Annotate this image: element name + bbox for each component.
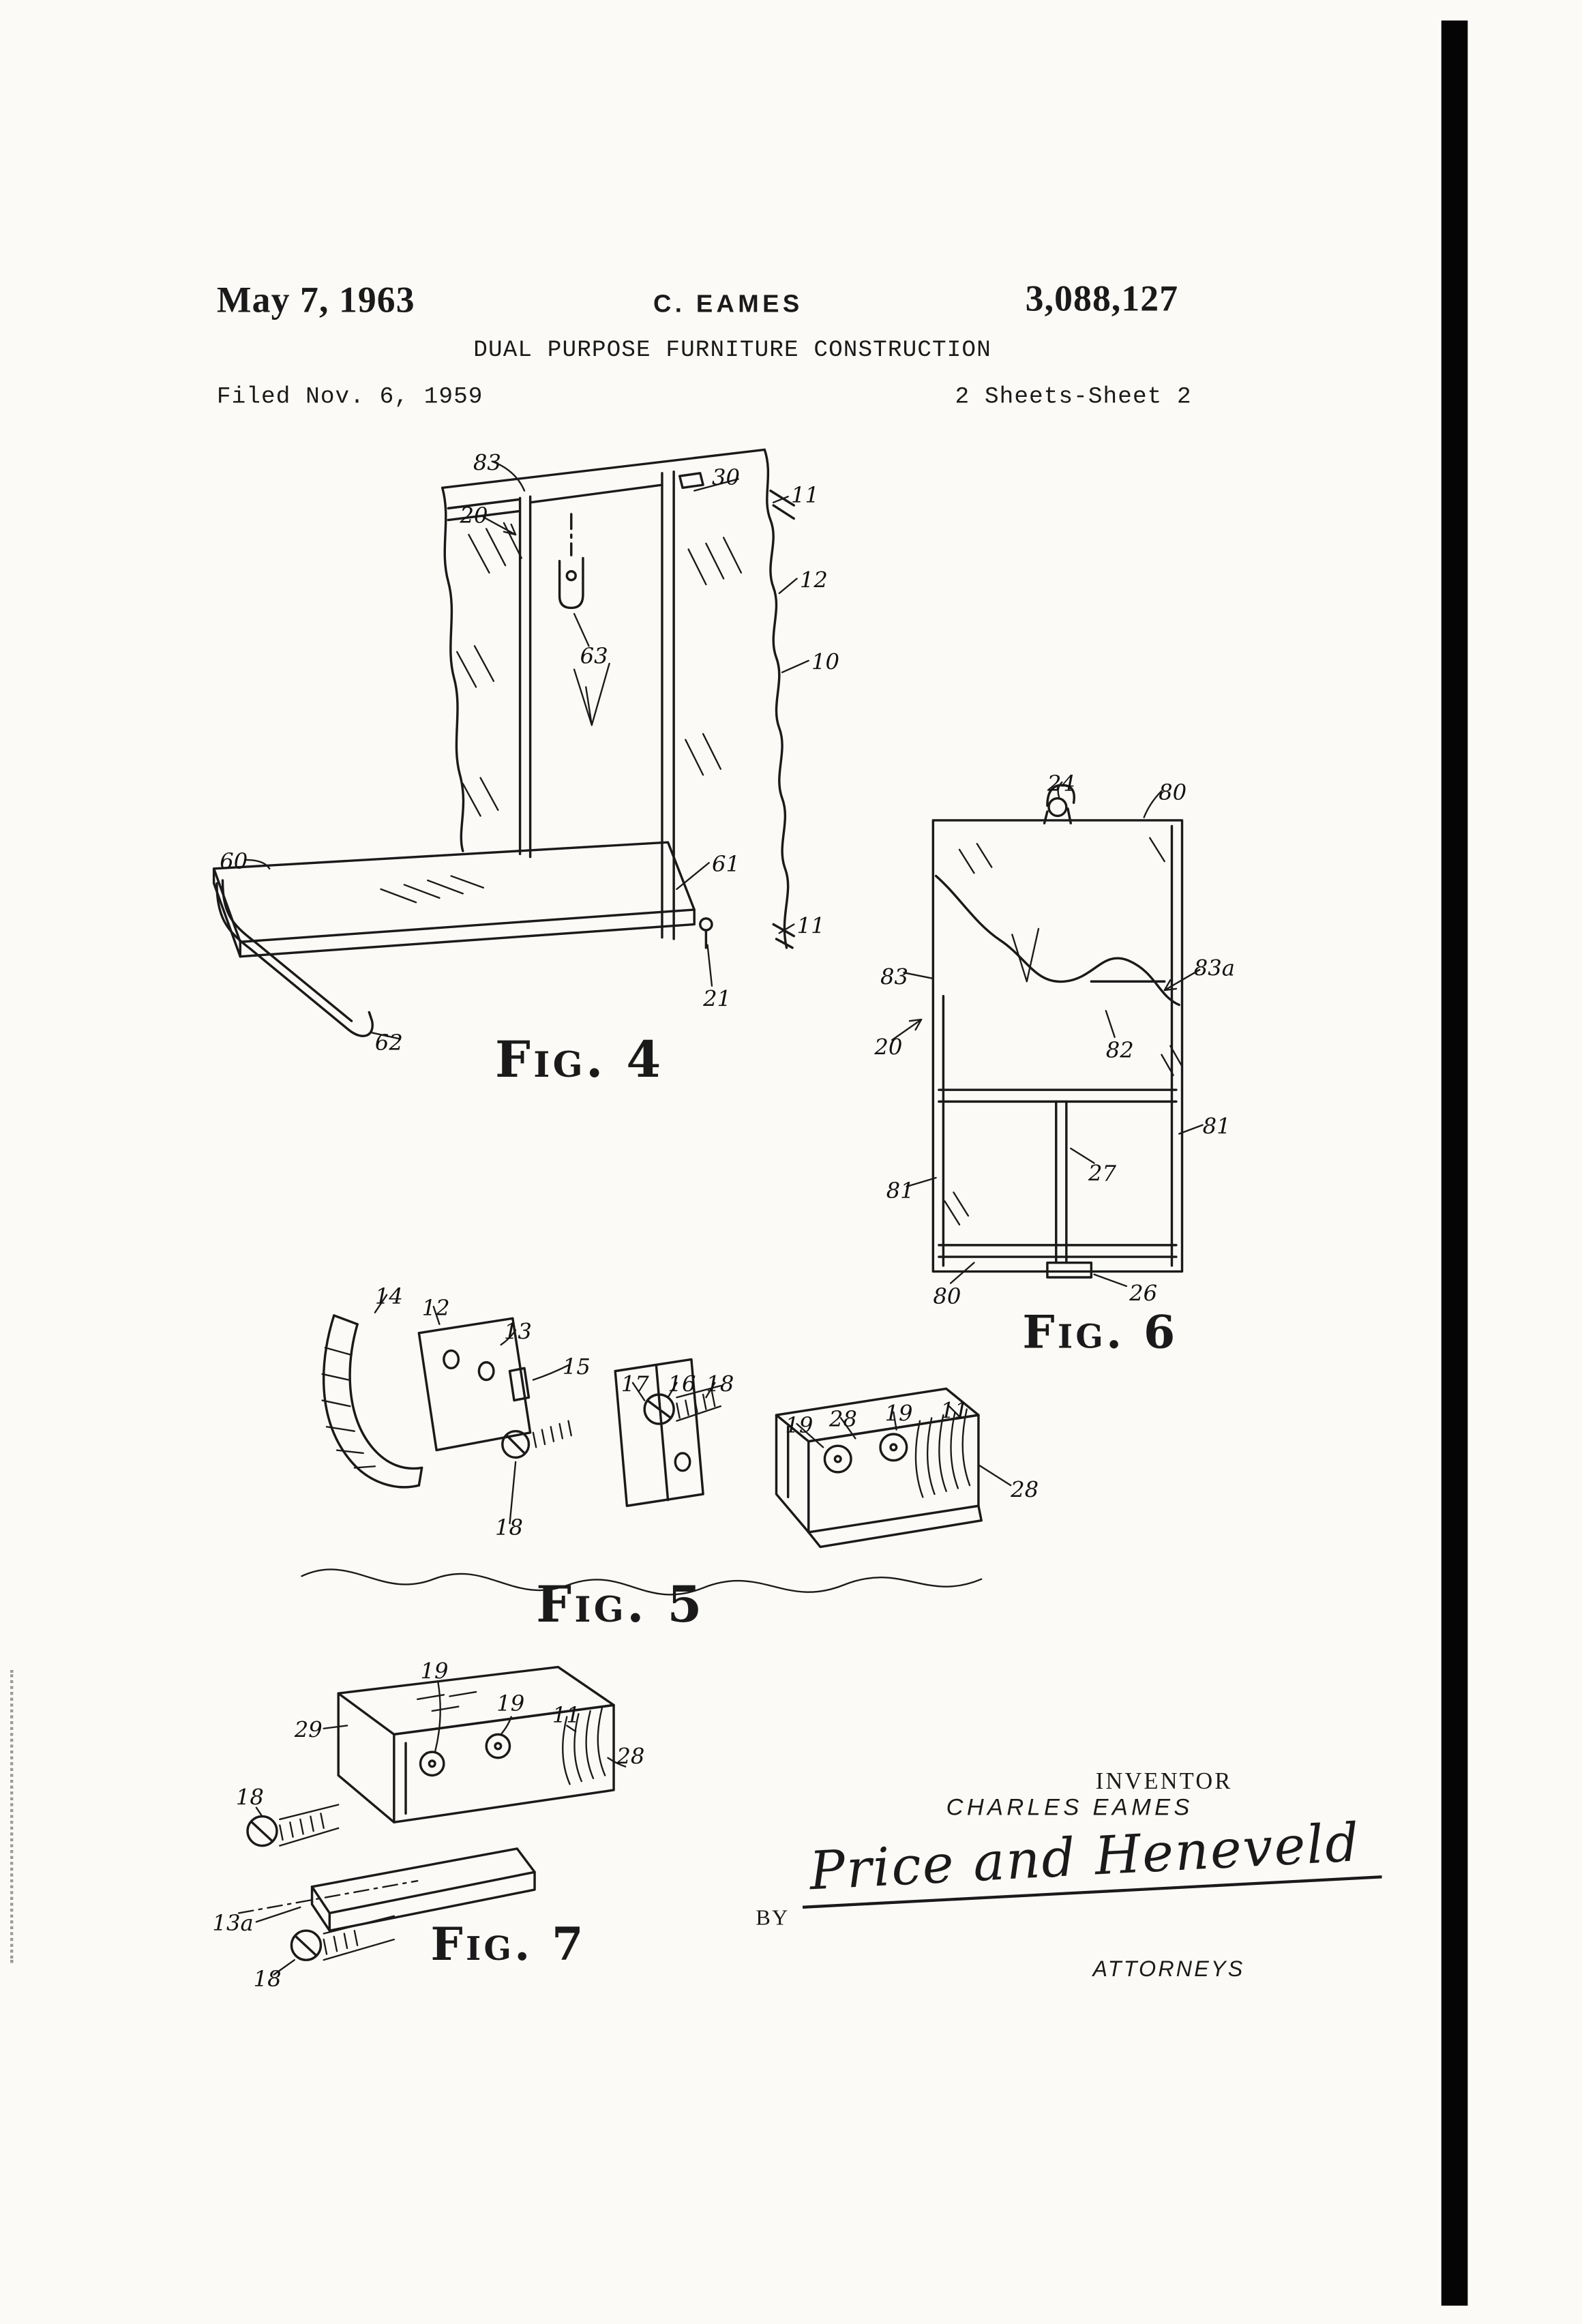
ref-numeral-27: 27: [1088, 1160, 1116, 1186]
fig6-art: 24 80 83 83a 20 82 81 27 81 80 26: [874, 771, 1235, 1309]
patent-date: May 7, 1963: [216, 281, 415, 321]
ref-numeral-17: 17: [621, 1371, 649, 1397]
ref-numeral-12: 12: [422, 1295, 450, 1321]
ref-numeral-11: 11: [940, 1397, 968, 1423]
patent-number: 3,088,127: [1025, 280, 1179, 320]
ref-numeral-61: 61: [712, 851, 740, 877]
sheet-info: 2 Sheets-Sheet 2: [955, 383, 1192, 411]
ref-numeral-11: 11: [791, 482, 819, 508]
fig7-ref-labels: 19 29 19 11 28 18 13a 18: [212, 1658, 644, 1992]
ref-numeral-13: 13: [504, 1318, 532, 1344]
ref-numeral-29: 29: [294, 1717, 323, 1743]
fig4-ref-labels: 83 30 11 20 12 10 63 60 61 11 21 62: [220, 450, 839, 1056]
fig5-drawing: 14 12 13 15 17 16 18 19 28 19 11 28 18: [293, 1275, 1047, 1641]
ref-numeral-28: 28: [1010, 1476, 1039, 1502]
ref-numeral-16: 16: [668, 1371, 696, 1397]
ref-numeral-83: 83: [880, 964, 908, 990]
ref-numeral-21: 21: [702, 986, 731, 1012]
ref-numeral-83a: 83a: [1194, 955, 1235, 981]
fig6-drawing: 24 80 83 83a 20 82 81 27 81 80 26: [871, 762, 1253, 1315]
fig6-caption: Fig. 6: [1022, 1307, 1178, 1360]
ref-numeral-11: 11: [797, 912, 825, 938]
ref-numeral-19: 19: [496, 1690, 524, 1716]
ref-numeral-18: 18: [495, 1515, 523, 1540]
ref-numeral-81: 81: [1203, 1114, 1231, 1139]
ref-numeral-80: 80: [933, 1283, 961, 1309]
ref-numeral-20: 20: [460, 503, 488, 528]
ref-numeral-82: 82: [1106, 1037, 1134, 1063]
ref-numeral-10: 10: [811, 649, 839, 675]
patent-title: DUAL PURPOSE FURNITURE CONSTRUCTION: [473, 337, 991, 363]
left-margin-marks: [10, 1669, 14, 1963]
ref-numeral-20: 20: [874, 1034, 902, 1060]
fig7-drawing: 19 29 19 11 28 18 13a 18: [198, 1641, 666, 2004]
ref-numeral-19: 19: [785, 1412, 813, 1438]
patent-inventor-header: C. EAMES: [653, 290, 803, 318]
fig4-drawing: 83 30 11 20 12 10 63 60 61 11 21 62: [190, 432, 864, 1062]
ref-numeral-15: 15: [563, 1354, 591, 1380]
ref-numeral-26: 26: [1129, 1281, 1157, 1307]
ref-numeral-19: 19: [421, 1658, 449, 1684]
fig5-art: 14 12 13 15 17 16 18 19 28 19 11 28 18: [301, 1283, 1039, 1596]
ref-numeral-14: 14: [375, 1283, 403, 1309]
attorney-signature: Price and Heneveld: [799, 1812, 1383, 1909]
ref-numeral-18: 18: [254, 1966, 282, 1992]
scan-edge-bar: [1441, 20, 1468, 2306]
fig4-caption: Fig. 4: [495, 1031, 664, 1090]
ref-numeral-62: 62: [375, 1030, 403, 1056]
ref-numeral-19: 19: [884, 1401, 912, 1427]
ref-numeral-12: 12: [800, 567, 828, 593]
fig7-caption: Fig. 7: [430, 1919, 586, 1972]
ref-numeral-18: 18: [236, 1784, 264, 1810]
filed-date: Filed Nov. 6, 1959: [216, 383, 483, 411]
ref-numeral-60: 60: [220, 848, 248, 874]
fig7-art: 19 29 19 11 28 18 13a 18: [212, 1658, 644, 1992]
fig5-caption: Fig. 5: [536, 1576, 705, 1635]
ref-numeral-24: 24: [1047, 771, 1075, 796]
inventor-label: INVENTOR: [1095, 1769, 1233, 1795]
by-label: BY: [756, 1907, 790, 1931]
ref-numeral-63: 63: [580, 643, 608, 669]
ref-numeral-81: 81: [886, 1178, 914, 1204]
ref-numeral-18: 18: [706, 1371, 734, 1397]
fig4-art: 83 30 11 20 12 10 63 60 61 11 21 62: [212, 448, 839, 1056]
fig6-ref-labels: 24 80 83 83a 20 82 81 27 81 80 26: [874, 771, 1235, 1309]
ref-numeral-13a: 13a: [212, 1910, 253, 1936]
ref-numeral-80: 80: [1159, 779, 1186, 805]
ref-numeral-11: 11: [552, 1702, 580, 1728]
fig5-ref-labels: 14 12 13 15 17 16 18 19 28 19 11 28 18: [375, 1283, 1039, 1540]
ref-numeral-28: 28: [829, 1406, 857, 1432]
attorneys-label: ATTORNEYS: [1092, 1956, 1245, 1982]
ref-numeral-83: 83: [473, 450, 501, 476]
inventor-name: CHARLES EAMES: [946, 1796, 1193, 1821]
ref-numeral-30: 30: [712, 464, 740, 490]
ref-numeral-28: 28: [616, 1743, 644, 1769]
